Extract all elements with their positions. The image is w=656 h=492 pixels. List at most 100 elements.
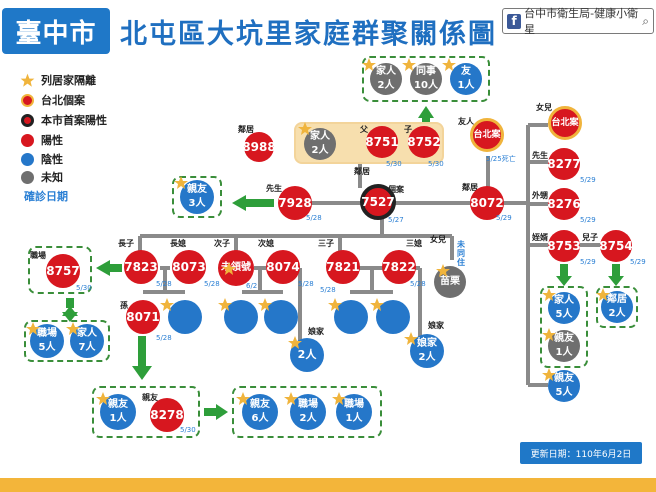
star-icon — [402, 58, 416, 71]
star-icon — [174, 176, 188, 189]
legend-taipei-case: 台北個案 — [20, 92, 85, 108]
node-8754: 8754 — [599, 230, 633, 262]
rel-son-8754: 兒子 — [582, 233, 598, 242]
node-grandchild-negative-3 — [264, 300, 298, 334]
node-taipei-case-1: 台北案 — [470, 118, 504, 152]
date-8752: 5/30 — [428, 160, 444, 168]
legend-unknown: 未知 — [20, 169, 63, 185]
node-8988: 8988 — [242, 132, 276, 162]
node-8278: 8278 — [150, 398, 184, 432]
date-8074: 5/28 — [298, 280, 314, 288]
group-friend-3 — [172, 176, 222, 218]
group-8278 — [92, 386, 200, 438]
rel-friend-8278: 親友 — [142, 393, 158, 402]
rel-friend-taipei: 友人 — [458, 117, 474, 126]
legend-home-isolation: 列居家隔離 — [20, 72, 96, 88]
facebook-icon: f — [507, 13, 522, 29]
node-7527: 7527 — [360, 184, 396, 220]
star-icon — [218, 298, 232, 311]
date-8072: 5/29 — [496, 214, 512, 222]
date-7928: 5/28 — [306, 214, 322, 222]
node-7822: 7822 — [382, 250, 416, 284]
rel-neighbor-7527: 鄰居 — [354, 167, 370, 176]
node-8071: 8071 — [126, 300, 160, 334]
unknown-dot — [21, 170, 34, 184]
legend-negative: 陰性 — [20, 151, 63, 167]
date-8757: 5/30 — [76, 284, 92, 292]
star-icon — [236, 392, 250, 405]
legend-taipei-case-label: 台北個案 — [41, 94, 85, 107]
node-grandchild-negative-5 — [376, 300, 410, 334]
date-8276: 5/29 — [580, 216, 596, 224]
search-icon[interactable]: ⌕ — [642, 13, 649, 28]
date-taipei-case-1: 5/25死亡 — [486, 155, 516, 163]
update-date: 更新日期：110年6月2日 — [520, 442, 642, 464]
group-top-contacts — [362, 56, 490, 102]
date-8754: 5/29 — [630, 258, 646, 266]
bottom-bar — [0, 478, 656, 492]
node-8073: 8073 — [172, 250, 206, 284]
page-title: 北屯區大坑里家庭群聚關係圖 — [120, 19, 497, 50]
star-icon — [596, 288, 610, 301]
rel-husband-8277: 先生 — [532, 151, 548, 160]
date-8071: 5/28 — [156, 334, 172, 342]
star-icon — [298, 122, 312, 135]
node-8276: 8276 — [547, 188, 581, 220]
index-case-dot — [21, 113, 34, 127]
group-neighbor-2 — [596, 286, 638, 328]
rel-third-son: 三子 — [318, 239, 334, 248]
star-icon — [542, 368, 556, 381]
negative-dot — [21, 152, 34, 166]
node-7821: 7821 — [326, 250, 360, 284]
star-icon — [66, 322, 80, 335]
star-icon — [222, 262, 236, 275]
node-taipei-case-2: 台北案 — [548, 106, 582, 140]
group-8757 — [28, 246, 92, 294]
group-8753-contacts — [540, 286, 588, 368]
legend-home-isolation-label: 列居家隔離 — [41, 74, 96, 87]
group-8757-contacts — [24, 320, 110, 362]
star-icon — [288, 336, 302, 349]
rel-nephew: 外甥 — [532, 191, 548, 200]
node-8751: 8751 — [365, 126, 399, 158]
rel-inlaw-home-1: 娘家 — [308, 327, 324, 336]
rel-daughter-miaoli: 女兒 — [430, 235, 446, 244]
legend-negative-label: 陰性 — [41, 153, 63, 166]
node-7823: 7823 — [124, 250, 158, 284]
date-7821: 5/28 — [320, 286, 336, 294]
legend-unknown-label: 未知 — [41, 171, 63, 184]
rel-neighbor-8072: 鄰居 — [462, 183, 478, 192]
group-8278-contacts — [232, 386, 382, 438]
positive-dot — [21, 133, 34, 147]
date-7822: 5/28 — [410, 280, 426, 288]
star-icon — [20, 73, 35, 88]
rel-case: 個案 — [388, 185, 404, 194]
node-7928: 7928 — [278, 186, 312, 220]
rel-grandchild: 孫 — [120, 301, 128, 310]
node-8757: 8757 — [46, 254, 80, 288]
star-icon — [442, 58, 456, 71]
date-8751: 5/30 — [386, 160, 402, 168]
facebook-search-box[interactable]: f 台中市衛生局-健康小衛星 ⌕ — [502, 7, 654, 36]
rel-not-living-together: 未同住 — [457, 240, 465, 267]
date-7527: 5/27 — [388, 216, 404, 224]
legend-index-case: 本市首案陽性 — [20, 112, 107, 128]
star-icon — [332, 392, 346, 405]
star-icon — [26, 322, 40, 335]
